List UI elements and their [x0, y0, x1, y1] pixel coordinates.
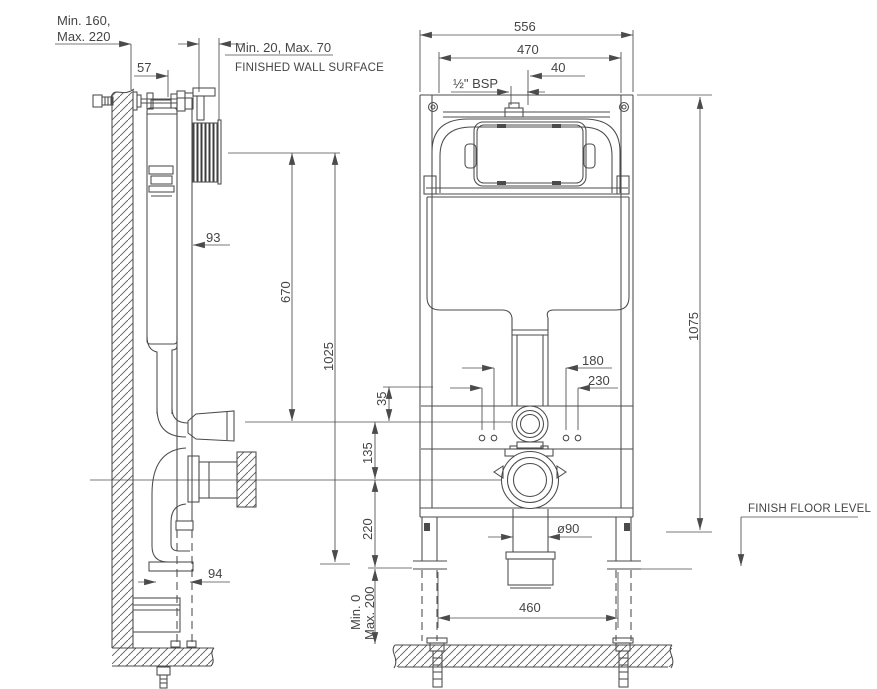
water-inlet-label: ½" BSP: [453, 76, 498, 91]
dim-670-label: 670: [278, 281, 293, 303]
support-foot-plate: [132, 597, 181, 633]
frame-width-label: 556: [514, 19, 536, 34]
dim-94-label: 94: [208, 566, 222, 581]
flush-elbow: [511, 405, 549, 449]
wall-bracket: [132, 87, 216, 121]
frame-height-label: 1075: [686, 312, 701, 341]
floor-anchor-bolt-side: [156, 640, 197, 689]
dim-pan-fixing-230: 230: [450, 373, 618, 430]
flush-pipe-front: [511, 318, 549, 406]
inlet-offset-label: 40: [551, 60, 565, 75]
finished-wall-surface-label: FINISHED WALL SURFACE: [235, 62, 384, 74]
front-view: [392, 94, 674, 688]
pan-fixing-230-label: 230: [588, 373, 610, 388]
outlet-diameter-label: ø90: [557, 521, 579, 536]
wall-section: [110, 88, 135, 648]
dim-water-inlet: ½" BSP: [451, 70, 545, 105]
dim-1025-label: 1025: [321, 342, 336, 371]
fixing-holes-top: [427, 101, 630, 113]
side-view: [92, 87, 257, 689]
wall-offset-label-2: Max. 220: [57, 29, 110, 44]
flush-plate-shaft: [192, 119, 222, 185]
water-inlet-connector: [504, 102, 524, 118]
wall-offset-label-1: Min. 160,: [57, 13, 110, 28]
dim-inlet-offset: 40: [530, 60, 585, 80]
dim-135: 135: [360, 422, 379, 479]
leg-spacing-label: 460: [519, 600, 541, 615]
dim-bracket-projection: 57: [134, 60, 169, 97]
dim-35: 35: [374, 386, 433, 421]
dim-top-fixing-spacing: 470: [438, 42, 622, 93]
foot-max-label: Max. 200: [362, 587, 377, 640]
dim-1025: 1025: [320, 153, 350, 565]
wall-anchor-bolt: [92, 94, 114, 108]
floor-section-side: [112, 647, 215, 667]
finish-floor-level-label: FINISH FLOOR LEVEL: [748, 503, 872, 515]
dimensions: Min. 160, Max. 220 57 Min. 20, Max. 70 F…: [55, 13, 872, 644]
flush-pipe-side: [146, 335, 235, 442]
dim-220: 220: [90, 479, 501, 567]
dim-pan-fixing-180: 180: [462, 353, 612, 430]
dim-shaft-depth: 93: [193, 230, 230, 249]
bracket-projection-label: 57: [137, 60, 151, 75]
dim-35-label: 35: [374, 392, 389, 406]
dim-wall-offset: Min. 160, Max. 220: [55, 13, 132, 90]
pan-connector-side: [187, 451, 257, 508]
dim-foot-adjustment: Min. 0 Max. 200: [348, 567, 412, 644]
dim-94: 94: [138, 566, 230, 586]
finish-depth-label: Min. 20, Max. 70: [235, 40, 331, 55]
dim-frame-height: 1075: [637, 94, 712, 533]
foot-min-label: Min. 0: [348, 595, 363, 630]
dim-outlet-diameter: ø90: [488, 521, 592, 541]
outlet-pipe: [505, 509, 556, 589]
dim-135-label: 135: [360, 442, 375, 464]
soil-bend-side: [148, 447, 194, 572]
frame-rail-side: [175, 97, 194, 646]
dim-frame-width: 556: [419, 19, 634, 92]
cistern-front: [423, 111, 630, 330]
top-fixing-spacing-label: 470: [517, 42, 539, 57]
pan-fixing-holes: [478, 434, 582, 442]
dim-finish-depth: Min. 20, Max. 70 FINISHED WALL SURFACE: [178, 38, 384, 120]
dim-670: 670: [228, 152, 511, 423]
floor-section-front: [392, 644, 674, 669]
shaft-depth-label: 93: [206, 230, 220, 245]
access-panel: [464, 121, 596, 187]
frame-legs: [413, 517, 641, 641]
pan-fixing-180-label: 180: [582, 353, 604, 368]
wc-outlet-bend: [493, 445, 567, 510]
finish-floor-level-callout: FINISH FLOOR LEVEL: [640, 503, 872, 570]
floor-anchor-bolts-front: [426, 637, 634, 688]
support-bracket-band: [421, 405, 633, 450]
dim-220-label: 220: [360, 518, 375, 540]
cistern-side: [146, 99, 178, 345]
dim-leg-spacing: 460: [437, 572, 619, 628]
